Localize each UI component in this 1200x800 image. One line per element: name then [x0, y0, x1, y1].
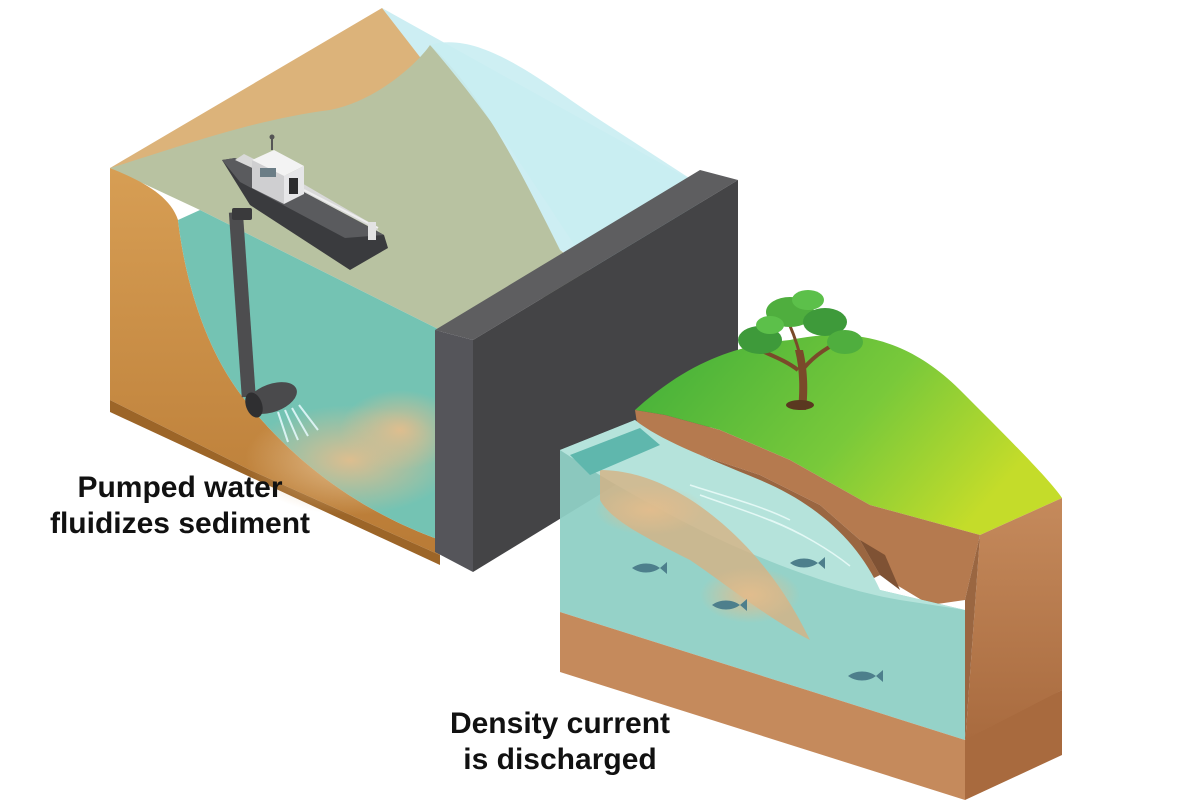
density-current-label: Density current is discharged [410, 706, 710, 778]
cliff-face [635, 410, 980, 605]
dam-outlet [570, 428, 660, 475]
river-block [560, 335, 1062, 800]
river-soil-front [560, 612, 965, 800]
water-jets [277, 404, 319, 443]
dredge-boat-icon [222, 134, 388, 270]
grass-surface [635, 335, 1062, 535]
river-water-top [560, 420, 965, 610]
density-current-label-line1: Density current [449, 707, 671, 740]
suction-pipe [228, 208, 256, 398]
sediment-plume-left-2 [340, 390, 460, 470]
jet-nozzle [245, 382, 297, 418]
density-current-label-line2: is discharged [463, 743, 657, 776]
dam-wall [435, 170, 738, 572]
tree-icon [738, 290, 863, 410]
pumped-water-label-line1: Pumped water [77, 471, 283, 504]
fish-icon [632, 557, 883, 682]
river-soil-side [965, 498, 1062, 745]
pumped-water-label-line2: fluidizes sediment [49, 507, 311, 540]
reservoir-surface [110, 45, 600, 330]
reservoir-top-sand [110, 8, 430, 175]
pumped-water-label: Pumped water fluidizes sediment [40, 470, 320, 542]
water-ripples [689, 484, 851, 567]
